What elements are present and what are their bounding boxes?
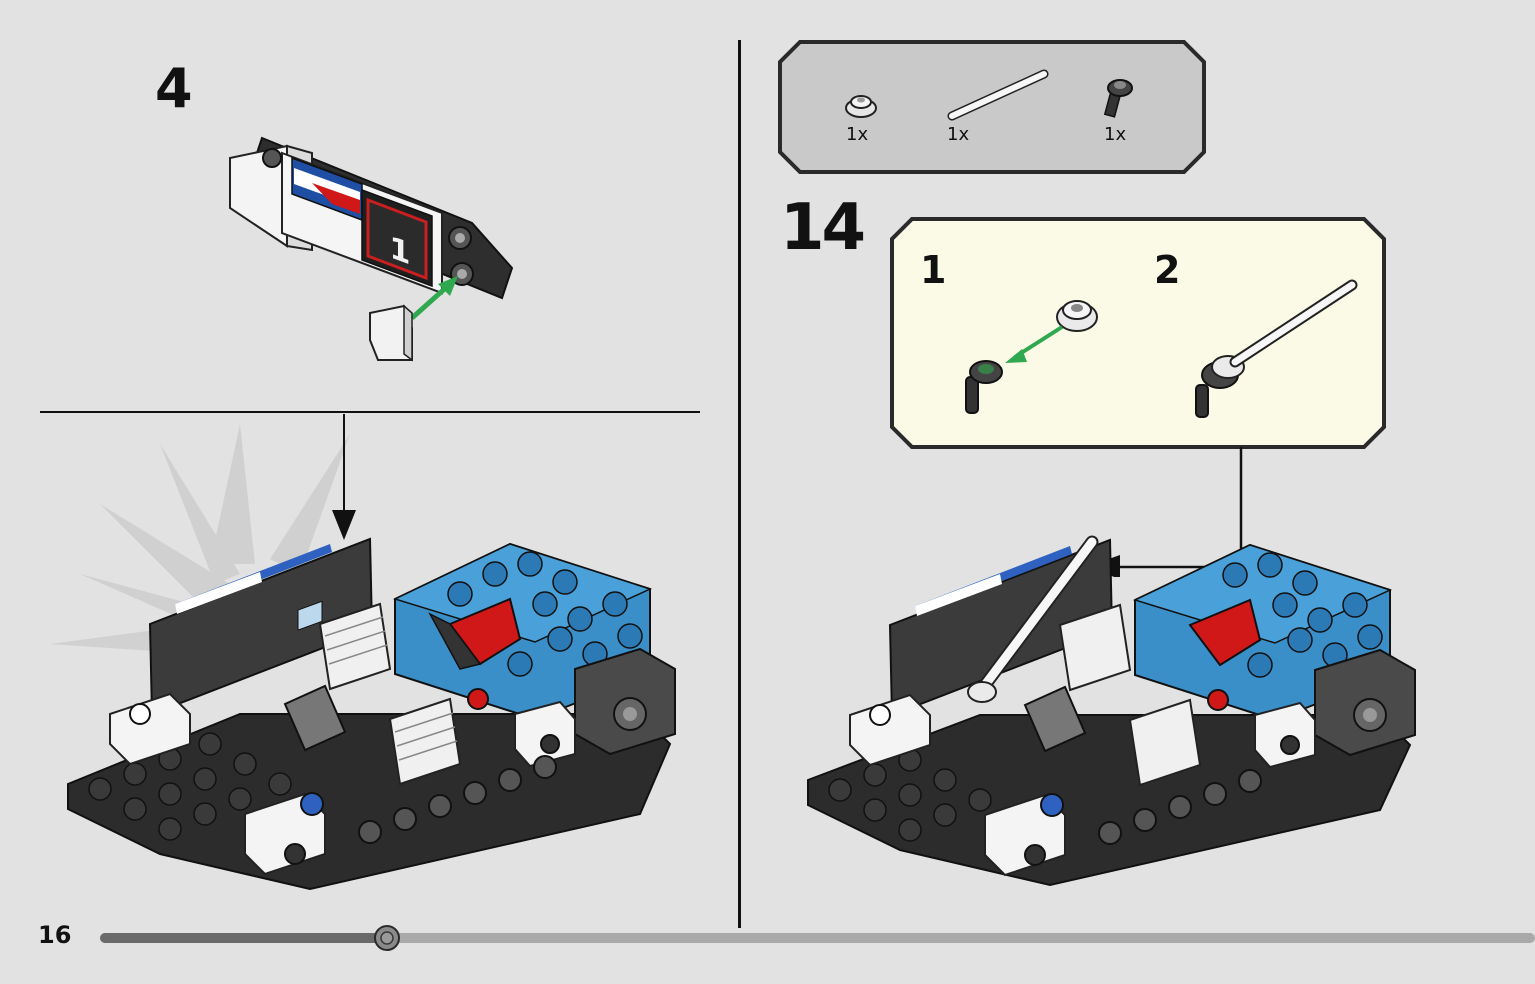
progress-track [100, 933, 1535, 943]
parts-list-box [778, 40, 1206, 174]
bracket-icon [1103, 79, 1133, 118]
substep2-illustration [1195, 279, 1358, 418]
number-tile-print: 1 [390, 230, 411, 272]
part-qty-2: 1x [947, 124, 970, 145]
step4-model-illustration [50, 414, 676, 891]
progress-bar [100, 925, 1535, 951]
bar-icon [947, 69, 1049, 121]
progress-fill [100, 933, 387, 943]
substep-number-2: 2 [1154, 248, 1181, 292]
substep-callout-box [890, 217, 1386, 449]
page-number: 16 [38, 921, 72, 949]
part-qty-1: 1x [846, 124, 869, 145]
step4-subassembly-illustration: 1 [229, 136, 514, 362]
part-qty-3: 1x [1104, 124, 1127, 145]
vertical-divider [738, 40, 741, 928]
round-plate-icon [845, 95, 877, 118]
step14-model-illustration [807, 535, 1416, 887]
step-number-14: 14 [780, 191, 866, 265]
substep1-illustration [965, 300, 1098, 414]
step-number-4: 4 [155, 57, 193, 120]
horizontal-divider [40, 411, 700, 413]
substep-number-1: 1 [920, 248, 947, 292]
